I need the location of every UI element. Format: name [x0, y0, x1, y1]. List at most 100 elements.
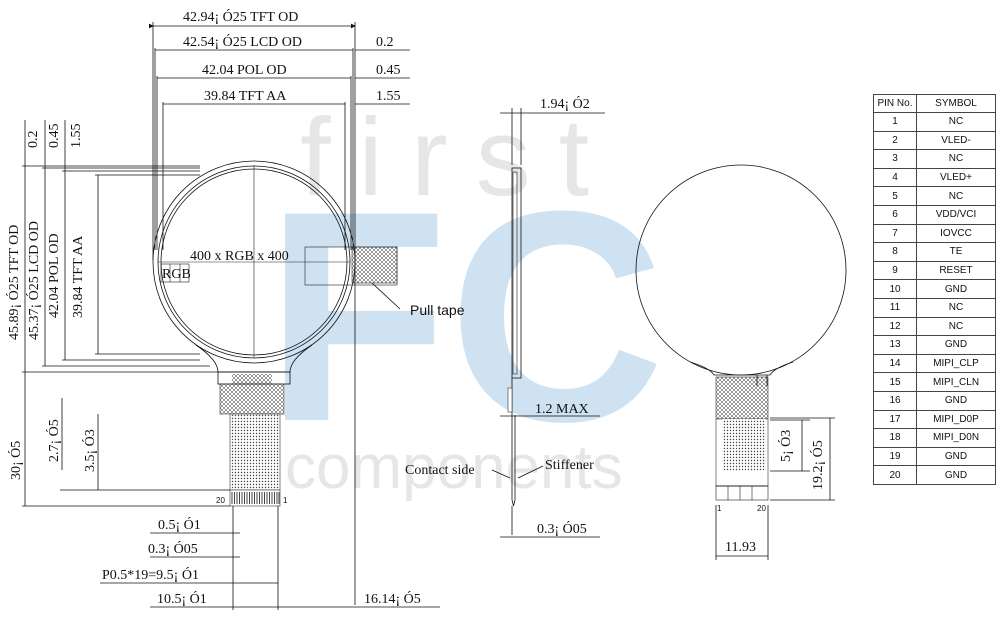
pin-symbol: VLED+	[916, 167, 996, 188]
fpc-width: 10.5¡ Ó1	[157, 590, 207, 607]
pin-number: 10	[873, 279, 917, 299]
tft-od-height: 45.89¡ Ó25 TFT OD	[5, 225, 22, 340]
pin-number: 19	[873, 446, 917, 467]
side-view: 1.94¡ Ó2 1.2 MAX Contact side Stiffener …	[405, 95, 605, 538]
pin-symbol: RESET	[916, 260, 996, 281]
watermark-main-text: FC	[265, 148, 665, 484]
lcd-od-height: 45.37¡ Ó25 LCD OD	[25, 221, 42, 340]
v-offset-aa: 1.55	[69, 124, 84, 149]
pin-symbol: NC	[916, 297, 996, 318]
pin-number: 8	[873, 242, 917, 262]
tft-od-width: 42.94¡ Ó25 TFT OD	[183, 8, 298, 25]
pin-label-1: 1	[283, 496, 288, 505]
fpc-stiff2-length: 3.5¡ Ó3	[81, 429, 98, 472]
back-dim-b: 19.2¡ Ó5	[809, 440, 826, 490]
fpc-pins	[231, 492, 280, 504]
pin-gap: 0.3¡ Ó05	[148, 540, 198, 557]
pin-number: 14	[873, 353, 917, 374]
pin-symbol: TE	[916, 242, 996, 262]
pin-width: 0.5¡ Ó1	[158, 516, 201, 533]
watermark: first FC components	[265, 96, 665, 502]
tft-aa-height: 39.84 TFT AA	[71, 235, 86, 318]
watermark-top-text: first	[300, 96, 617, 219]
back-width: 11.93	[725, 540, 756, 555]
pin-symbol: GND	[916, 279, 996, 299]
rgb-label: RGB	[162, 267, 191, 282]
pol-od-width: 42.04 POL OD	[202, 63, 287, 78]
pin-symbol: NC	[916, 316, 996, 337]
pol-od-height: 42.04 POL OD	[47, 233, 62, 318]
contact-side-label: Contact side	[405, 463, 475, 478]
pin-pitch: P0.5*19=9.5¡ Ó1	[102, 566, 199, 583]
pin-symbol: NC	[916, 149, 996, 169]
pin-symbol: GND	[916, 465, 996, 485]
front-view: 42.94¡ Ó25 TFT OD 42.54¡ Ó25 LCD OD 0.2 …	[5, 8, 465, 610]
offset-aa: 1.55	[376, 89, 401, 104]
pin-symbol: IOVCC	[916, 223, 996, 244]
pin-symbol: GND	[916, 335, 996, 355]
pin-symbol: VLED-	[916, 130, 996, 151]
pin-number: 12	[873, 316, 917, 337]
pin-number: 17	[873, 409, 917, 430]
back-view: 1 20 5¡ Ó3 19.2¡ Ó5 11.93	[635, 164, 847, 560]
v-offset-lcd: 0.2	[26, 131, 41, 149]
pin-symbol: MIPI_D0P	[916, 409, 996, 430]
pin-label-20: 20	[216, 496, 225, 505]
pin-number: 18	[873, 428, 917, 448]
pin-number: 2	[873, 130, 917, 151]
pin-number: 13	[873, 335, 917, 355]
back-dim-a: 5¡ Ó3	[777, 430, 794, 462]
pull-tape-label: Pull tape	[410, 302, 465, 318]
fpc-stiff-length: 2.7¡ Ó5	[45, 419, 62, 462]
pin-number: 11	[873, 297, 917, 318]
pin-symbol: VDD/VCI	[916, 204, 996, 225]
stiffener-label: Stiffener	[545, 458, 594, 473]
thickness-dim: 1.94¡ Ó2	[540, 95, 590, 112]
tft-aa-width: 39.84 TFT AA	[204, 89, 287, 104]
lcd-od-width: 42.54¡ Ó25 LCD OD	[183, 33, 302, 50]
pin-number: 5	[873, 186, 917, 206]
pin-symbol: GND	[916, 446, 996, 467]
fpc-max: 1.2 MAX	[535, 402, 589, 417]
pin-number: 4	[873, 167, 917, 188]
resolution-label: 400 x RGB x 400	[190, 249, 289, 264]
pin-symbol: MIPI_CLP	[916, 353, 996, 374]
pin-number: 15	[873, 372, 917, 392]
pin-number: 20	[873, 465, 917, 485]
stiffener-thickness: 0.3¡ Ó05	[537, 520, 587, 537]
pin-number: 16	[873, 390, 917, 411]
pin-number: 9	[873, 260, 917, 281]
symbol-header: SYMBOL	[916, 94, 996, 113]
back-pin-label-20: 20	[757, 504, 766, 513]
pin-no-header: PIN No.	[873, 94, 917, 113]
offset-pol: 0.45	[376, 63, 401, 78]
pin-symbol: NC	[916, 186, 996, 206]
pin-number: 7	[873, 223, 917, 244]
pin-number: 3	[873, 149, 917, 169]
v-offset-pol: 0.45	[47, 124, 62, 149]
offset-lcd: 0.2	[376, 35, 394, 50]
back-pin-label-1: 1	[717, 504, 722, 513]
